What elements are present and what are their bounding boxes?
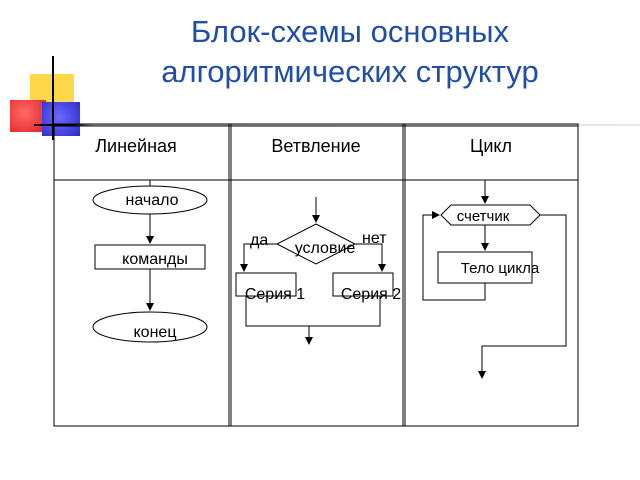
start-label: начало (125, 192, 178, 209)
series2-label: Серия 2 (341, 286, 401, 303)
series1-label: Серия 1 (245, 286, 305, 303)
counter-label: счетчик (457, 208, 510, 225)
series1-process-box (235, 272, 297, 297)
commands-label: команды (122, 251, 188, 268)
decor-vertical-line (52, 56, 54, 140)
column-header-branch: Ветвление (271, 136, 360, 156)
linear-flowchart (92, 180, 208, 343)
decor-red-square (10, 100, 46, 132)
series2-process-box (332, 272, 394, 297)
branch-merge-line (245, 296, 381, 327)
arrow-no-branch (355, 243, 386, 272)
branch-flowchart (235, 197, 394, 345)
column-header-loop: Цикл (470, 136, 512, 156)
table-outer-border (53, 123, 579, 427)
yes-label: да (250, 232, 268, 249)
slide-title: Блок-схемы основных алгоритмических стру… (161, 14, 539, 89)
loop-flowchart (422, 180, 567, 379)
structures-table (53, 123, 579, 427)
loop-exit-arrow (478, 214, 567, 379)
end-terminator (92, 311, 208, 343)
decor-horizontal-line (34, 124, 640, 126)
loop-body-label: Тело цикла (461, 260, 540, 277)
end-label: конец (134, 324, 177, 341)
column-header-linear: Линейная (95, 136, 177, 156)
arrow-yes-branch (240, 243, 277, 272)
decor-blue-square (42, 102, 80, 136)
condition-decision-diamond (275, 223, 357, 265)
no-label: нет (362, 230, 387, 247)
condition-label: условие (295, 240, 356, 257)
loop-return-arrow (422, 211, 486, 301)
